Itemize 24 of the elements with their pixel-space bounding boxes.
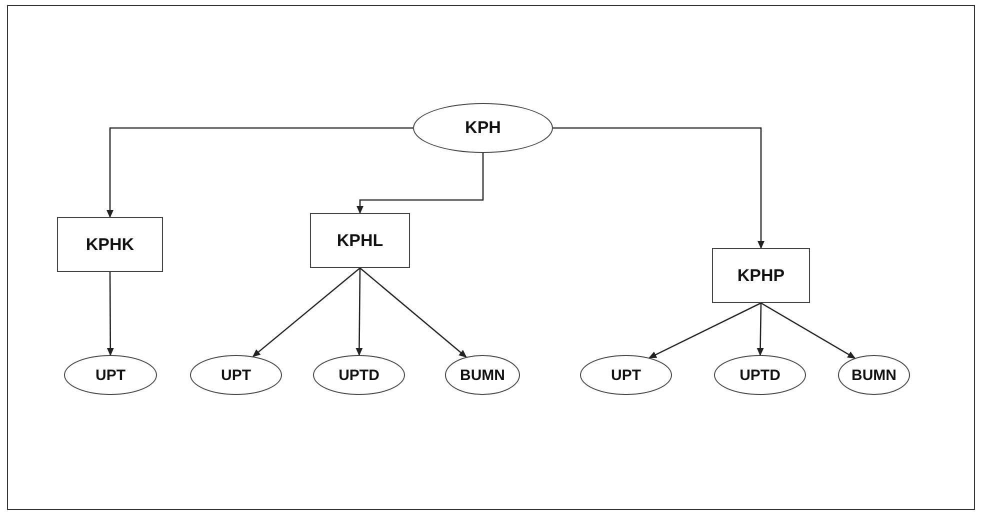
node-label: KPHP (737, 266, 785, 286)
node-label: BUMN (460, 366, 505, 384)
arrow (356, 153, 484, 214)
arrow (648, 302, 762, 358)
node-label: UPTD (338, 366, 380, 384)
node-label: UPT (96, 366, 126, 384)
node-label: KPH (465, 118, 501, 138)
arrow (553, 127, 764, 249)
node-label: BUMN (852, 366, 896, 384)
node-label: UPTD (740, 366, 780, 384)
node-label: KPHK (86, 234, 134, 254)
node-label: UPT (221, 366, 251, 384)
arrow (760, 302, 856, 359)
arrow (356, 268, 363, 356)
arrow (106, 272, 114, 356)
arrow (756, 302, 764, 356)
arrow (106, 127, 413, 218)
node-label: UPT (611, 366, 641, 384)
process-box (57, 217, 163, 272)
node-label: KPHL (336, 230, 384, 250)
process-box (310, 213, 410, 268)
process-box (712, 248, 810, 303)
arrow (252, 268, 360, 358)
arrow (360, 268, 467, 358)
